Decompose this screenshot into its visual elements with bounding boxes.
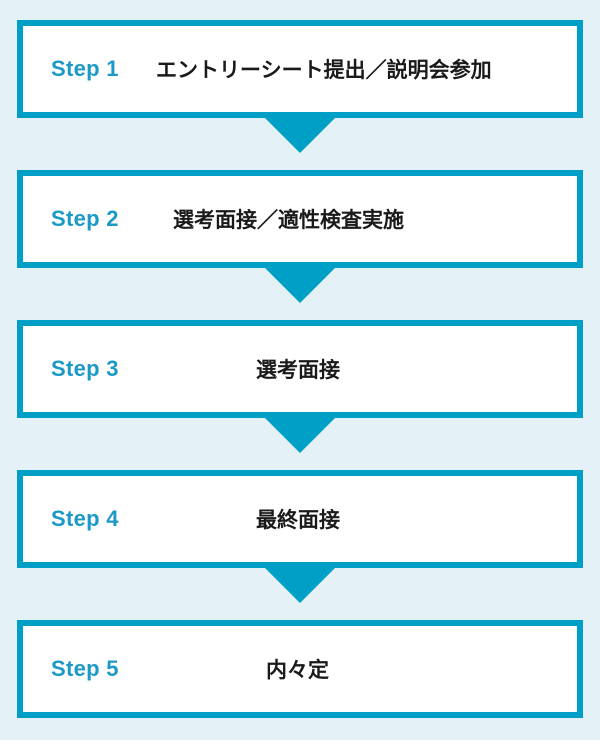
step-2-text: 選考面接／適性検査実施 — [173, 208, 404, 232]
down-arrow-icon — [265, 268, 335, 303]
step-4-box: Step 4 最終面接 — [17, 470, 583, 568]
step-2-box: Step 2 選考面接／適性検査実施 — [17, 170, 583, 268]
step-3-box: Step 3 選考面接 — [17, 320, 583, 418]
step-3-label: Step 3 — [51, 356, 119, 381]
step-3-text: 選考面接 — [256, 358, 340, 382]
step-2-label: Step 2 — [51, 206, 119, 231]
step-4-text: 最終面接 — [256, 508, 340, 532]
step-1-label: Step 1 — [51, 56, 119, 81]
down-arrow-icon — [265, 118, 335, 153]
step-1-box: Step 1 エントリーシート提出／説明会参加 — [17, 20, 583, 118]
down-arrow-icon — [265, 418, 335, 453]
step-5-box: Step 5 内々定 — [17, 620, 583, 718]
step-5-text: 内々定 — [266, 658, 329, 682]
step-1-text: エントリーシート提出／説明会参加 — [156, 58, 492, 82]
down-arrow-icon — [265, 568, 335, 603]
step-4-label: Step 4 — [51, 506, 119, 531]
step-5-label: Step 5 — [51, 656, 119, 681]
